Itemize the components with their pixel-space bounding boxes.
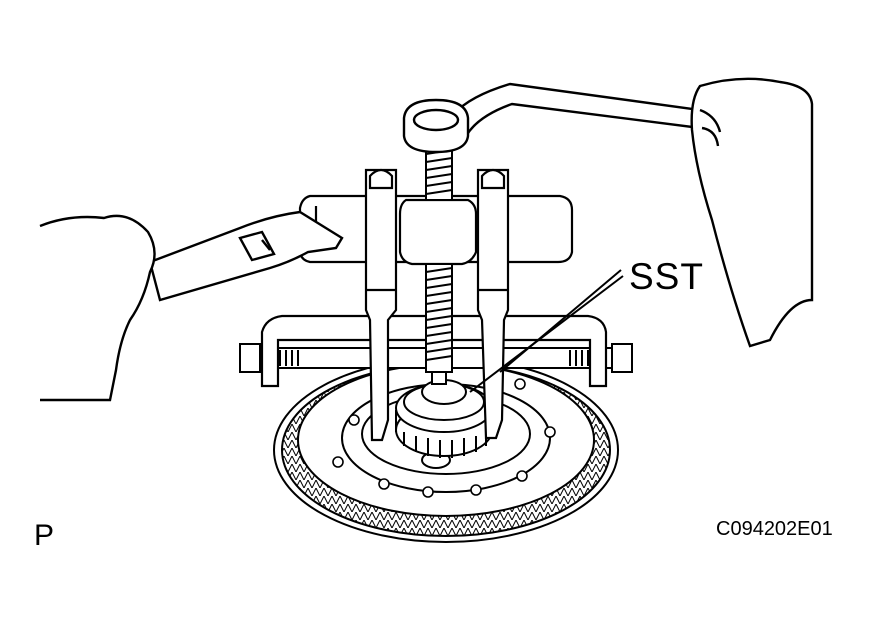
adjustable-wrench — [148, 210, 344, 302]
callout-leader-lines — [469, 269, 624, 393]
figure-code: C094202E01 — [716, 518, 833, 540]
sst-callout-label: SST — [629, 256, 704, 297]
corner-mark: P — [34, 519, 55, 552]
right-hand — [690, 77, 814, 348]
bearing — [395, 379, 493, 458]
gear-bolt-holes — [332, 378, 556, 498]
puller-leg-left — [364, 168, 398, 442]
box-wrench — [402, 82, 702, 154]
center-block — [398, 198, 478, 266]
puller-yoke — [260, 314, 608, 388]
left-hand — [39, 214, 156, 402]
